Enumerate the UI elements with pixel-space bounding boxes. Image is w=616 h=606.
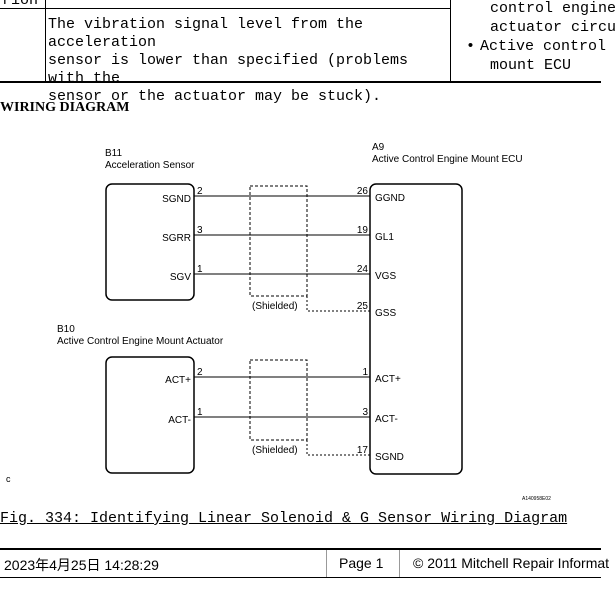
ecu-box [369,183,463,475]
pin-label: ACT+ [165,375,191,386]
pin-number: 2 [197,186,203,197]
pin-number: 2 [197,367,203,378]
shield-box-sensor [249,185,308,297]
table-cell-fragment: rion [2,0,39,9]
footer-divider [399,550,400,577]
pin-number: 3 [197,225,203,236]
table-border [0,8,450,9]
pin-number: 3 [362,407,368,418]
trouble-area-cell: control engine actuator circu •Active co… [462,0,616,75]
pin-label: GGND [375,193,405,204]
b11-name: Acceleration Sensor [105,160,195,171]
corner-mark: c [6,474,11,484]
pin-label: GL1 [375,232,394,243]
actuator-box [105,356,195,474]
pin-label: GSS [375,308,396,319]
trouble-area-line: actuator circu [490,19,616,36]
pin-number: 19 [357,225,369,236]
shielded-label: (Shielded) [252,301,298,312]
pin-label: ACT- [168,415,191,426]
trouble-area-line: mount ECU [490,57,572,74]
pin-number: 26 [357,186,369,197]
shielded-label: (Shielded) [252,445,298,456]
pin-label: VGS [375,271,396,282]
trouble-area-line: Active control [480,38,607,55]
pin-label: ACT+ [375,374,401,385]
pin-label: SGV [170,272,191,283]
table-border [450,0,451,81]
b11-code: B11 [105,148,122,159]
pin-label: SGRR [162,233,191,244]
trouble-area-bullet-item: •Active control [462,37,616,56]
b10-code: B10 [57,324,75,335]
pin-label: SGND [375,452,404,463]
a9-code: A9 [372,142,385,153]
pin-number: 1 [197,407,203,418]
shield-drain-line [306,296,370,312]
table-border [45,0,46,81]
pin-number: 25 [357,301,369,312]
pin-label: ACT- [375,414,398,425]
pin-number: 24 [357,264,369,275]
footer-divider [326,550,327,577]
copyright: © 2011 Mitchell Repair Informat [413,555,610,571]
shield-box-actuator [249,359,308,441]
figure-code: A140958E02 [522,496,551,502]
trouble-code-table: rion The vibration signal level from the… [0,0,616,105]
figure-caption: Fig. 334: Identifying Linear Solenoid & … [0,510,568,527]
acceleration-sensor-box [105,183,195,301]
detection-condition-text: The vibration signal level from the acce… [48,16,409,105]
page-footer: 2023年4月25日 14:28:29 Page 1 © 2011 Mitche… [0,548,609,578]
trouble-area-line: control engine [490,0,616,17]
shield-drain-line [306,440,370,456]
page-number: Page 1 [339,555,384,571]
pin-number: 1 [197,264,203,275]
pin-number: 17 [357,445,369,456]
a9-name: Active Control Engine Mount ECU [372,154,523,165]
pin-number: 1 [362,367,368,378]
print-datetime: 2023年4月25日 14:28:29 [4,557,159,573]
wiring-diagram: B11 Acceleration Sensor A9 Active Contro… [6,142,551,502]
section-heading: WIRING DIAGRAM [0,100,130,115]
bullet-icon: • [466,38,476,55]
pin-label: SGND [162,194,191,205]
b10-name: Active Control Engine Mount Actuator [57,336,224,347]
